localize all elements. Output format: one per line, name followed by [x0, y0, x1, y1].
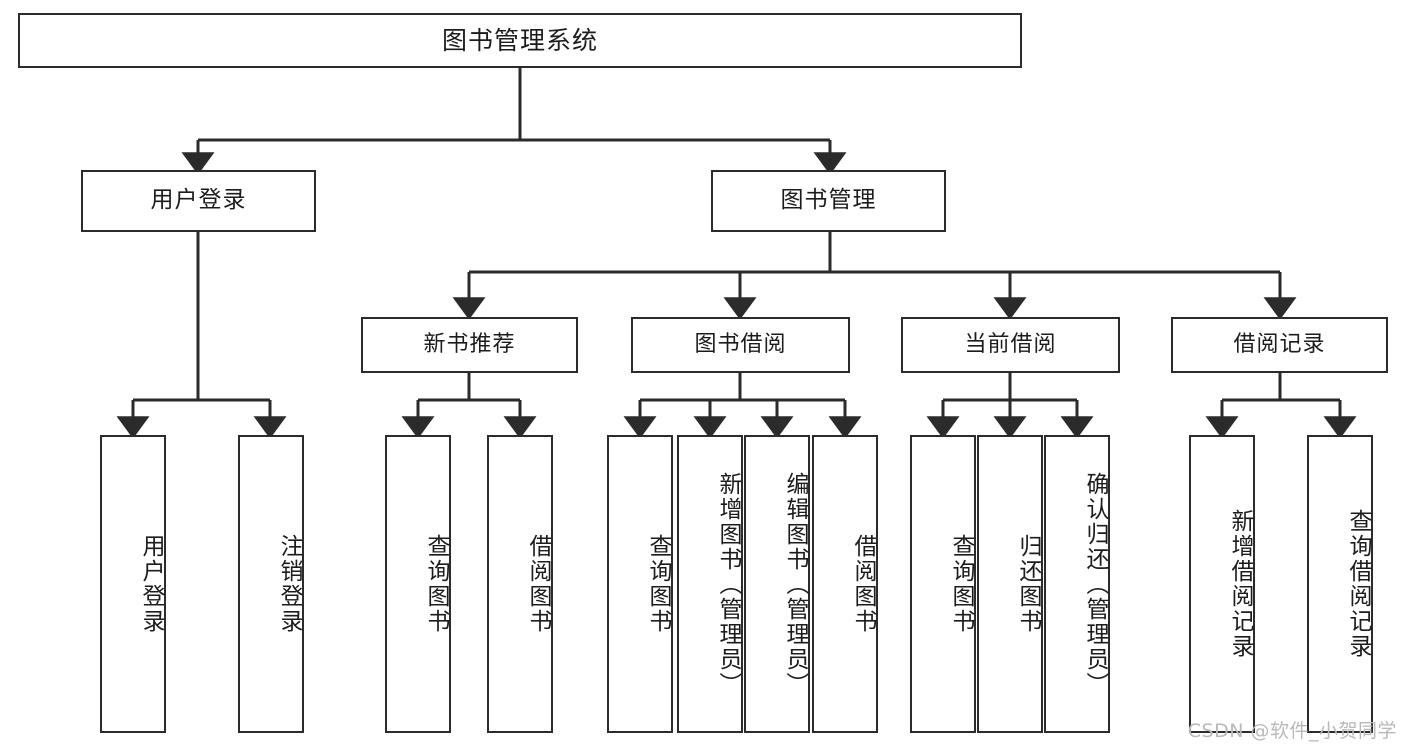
node-label: 借阅图书: [525, 534, 551, 634]
node-label: 图书管理: [780, 187, 877, 214]
node-label: 查询借阅记录: [1345, 509, 1371, 659]
csdn-watermark: CSDN @软件_小贺同学: [1187, 720, 1397, 742]
node-label: 查询图书: [645, 534, 671, 634]
leaf-borrow-book-2[interactable]: 借阅图书: [812, 435, 878, 733]
node-label: 新增图书（管理员）: [715, 471, 741, 697]
node-root-system[interactable]: 图书管理系统: [18, 13, 1022, 68]
node-label: 图书管理系统: [441, 25, 598, 55]
node-label: 用户登录: [138, 534, 164, 634]
node-user-login[interactable]: 用户登录: [81, 170, 316, 232]
leaf-confirm-return[interactable]: 确认归还（管理员）: [1044, 435, 1110, 733]
node-label: 新书推荐: [423, 332, 516, 358]
node-label: 归还图书: [1015, 534, 1041, 634]
node-new-book-recommend[interactable]: 新书推荐: [361, 317, 578, 373]
leaf-edit-book[interactable]: 编辑图书（管理员）: [744, 435, 810, 733]
node-book-manage[interactable]: 图书管理: [711, 170, 946, 232]
leaf-query-book-1[interactable]: 查询图书: [385, 435, 451, 733]
leaf-return-book[interactable]: 归还图书: [977, 435, 1043, 733]
node-label: 查询图书: [948, 534, 974, 634]
node-label: 确认归还（管理员）: [1082, 471, 1108, 697]
leaf-query-book-2[interactable]: 查询图书: [607, 435, 673, 733]
node-label: 借阅记录: [1233, 332, 1326, 358]
leaf-user-logout[interactable]: 注销登录: [238, 435, 304, 733]
node-label: 当前借阅: [964, 332, 1057, 358]
leaf-borrow-book-1[interactable]: 借阅图书: [487, 435, 553, 733]
node-label: 查询图书: [423, 534, 449, 634]
leaf-add-record[interactable]: 新增借阅记录: [1189, 435, 1255, 733]
node-label: 新增借阅记录: [1227, 509, 1253, 659]
leaf-add-book[interactable]: 新增图书（管理员）: [677, 435, 743, 733]
node-label: 图书借阅: [694, 332, 787, 358]
node-current-borrow[interactable]: 当前借阅: [901, 317, 1120, 373]
node-label: 用户登录: [150, 187, 247, 214]
node-label: 注销登录: [276, 534, 302, 634]
node-borrow-record[interactable]: 借阅记录: [1171, 317, 1388, 373]
node-label: 编辑图书（管理员）: [782, 471, 808, 697]
node-label: 借阅图书: [850, 534, 876, 634]
node-book-borrow[interactable]: 图书借阅: [631, 317, 850, 373]
leaf-user-login[interactable]: 用户登录: [100, 435, 166, 733]
leaf-query-record[interactable]: 查询借阅记录: [1307, 435, 1373, 733]
leaf-query-book-3[interactable]: 查询图书: [910, 435, 976, 733]
